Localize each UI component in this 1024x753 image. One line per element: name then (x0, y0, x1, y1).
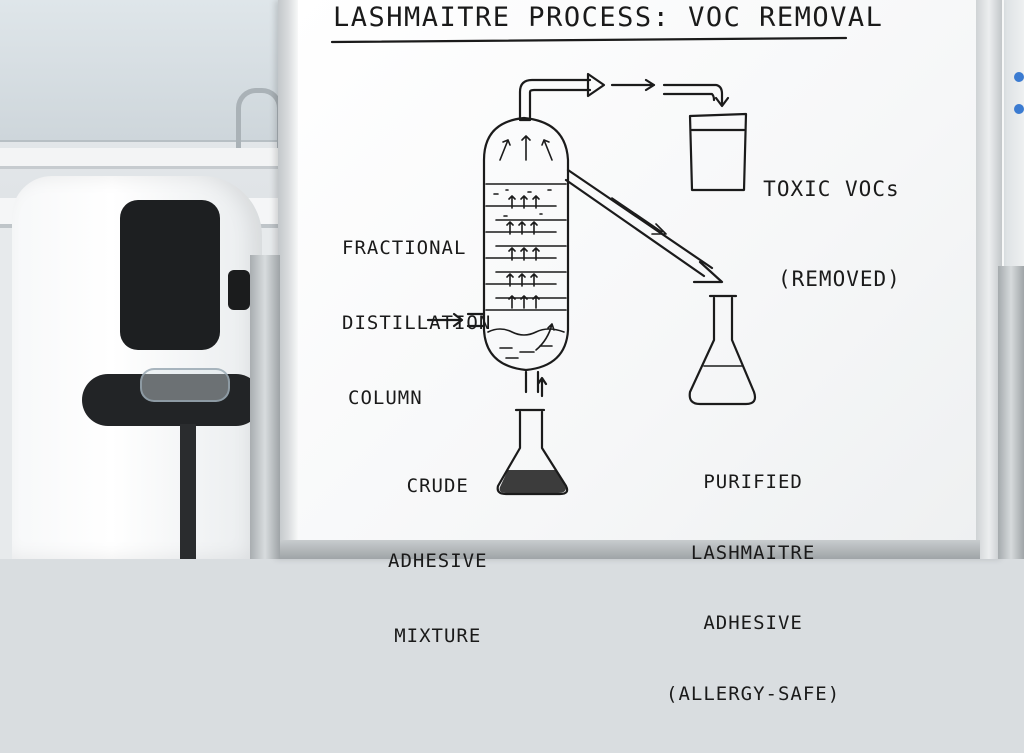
crude-liquid (499, 470, 566, 493)
diagram-title: LASHMAITRE PROCESS: VOC REMOVAL (333, 2, 884, 33)
purified-label-line: LASHMAITRE (690, 541, 816, 564)
whiteboard-stand-left (250, 255, 280, 559)
column-label-line: FRACTIONAL (342, 237, 467, 259)
voc-label-line: TOXIC VOCs (763, 177, 900, 201)
chair-back (120, 200, 220, 350)
vapor-pipe-arrow (586, 72, 606, 98)
chair-post (180, 424, 196, 559)
marker-tray (280, 540, 980, 559)
crude-label-line: CRUDE (406, 475, 469, 497)
column-label-line: DISTILLATION (342, 312, 492, 334)
lab-window (0, 0, 280, 142)
bottom-pipe (524, 370, 548, 398)
safety-goggles (140, 368, 230, 402)
purified-label-line: ADHESIVE (703, 612, 803, 634)
whiteboard-frame-right (976, 0, 1002, 559)
whiteboard-surface (298, 0, 978, 559)
feed-input-arrow (426, 312, 486, 328)
crude-label-line: MIXTURE (394, 625, 482, 647)
voc-container (688, 112, 748, 192)
lab-shelf (0, 148, 280, 169)
arrow-into-voc (662, 83, 730, 108)
indicator-light (1014, 72, 1024, 82)
purified-label: PURIFIED LASHMAITRE ADHESIVE (ALLERGY-SA… (666, 424, 840, 753)
lab-scene: LASHMAITRE PROCESS: VOC REMOVAL FRACTION… (0, 0, 1024, 705)
title-underline (330, 36, 848, 44)
process-diagram (330, 36, 848, 496)
crude-flask (496, 408, 569, 496)
distillation-column (482, 116, 570, 372)
voc-label-line: (REMOVED) (778, 267, 901, 291)
arrow-to-purified-inner (611, 197, 667, 235)
column-label-line: COLUMN (348, 387, 423, 409)
column-label: FRACTIONAL DISTILLATION COLUMN (342, 186, 491, 461)
purified-flask (688, 294, 757, 406)
voc-label: TOXIC VOCs (REMOVED) (762, 114, 901, 354)
arrow-to-purified (564, 168, 724, 284)
stand-knob (228, 270, 250, 310)
crude-label: CRUDE ADHESIVE MIXTURE (388, 424, 488, 699)
crude-label-line: ADHESIVE (388, 550, 488, 572)
purified-label-line: PURIFIED (703, 471, 803, 493)
purified-label-line: (ALLERGY-SAFE) (666, 682, 841, 705)
vapor-pipe (518, 78, 592, 122)
whiteboard-stand-right (998, 266, 1024, 559)
indicator-light (1014, 104, 1024, 114)
arrow-to-voc (610, 78, 656, 92)
